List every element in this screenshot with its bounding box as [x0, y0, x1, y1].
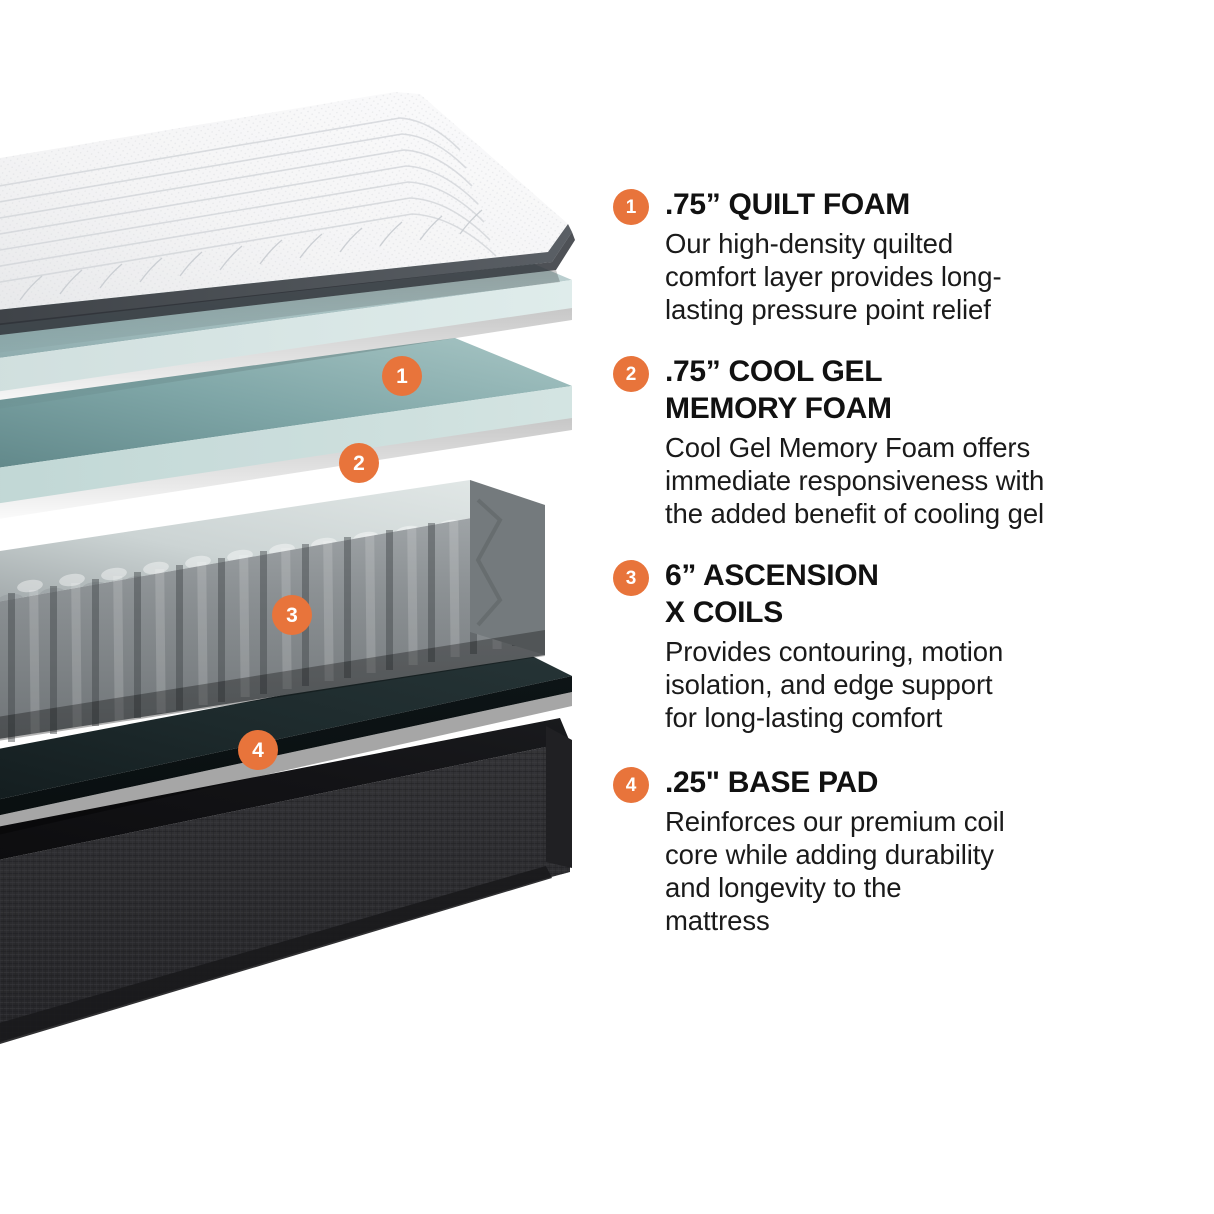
feature-description-4: Reinforces our premium coil core while a… — [665, 806, 1005, 936]
feature-list: 1 .75” QUILT FOAM Our high-density quilt… — [613, 186, 1173, 937]
illustration-callout-4[interactable]: 4 — [238, 730, 278, 770]
feature-number-badge-4: 4 — [613, 767, 649, 803]
layer-base-fabric — [0, 718, 572, 1044]
layer-quilt-cover — [0, 92, 575, 353]
mattress-exploded-illustration: 1 2 3 4 — [0, 0, 600, 1214]
illustration-callout-1[interactable]: 1 — [382, 356, 422, 396]
feature-description-3: Provides contouring, motion isolation, a… — [665, 636, 1004, 733]
feature-number-3: 3 — [625, 567, 637, 589]
feature-title-4: .25" BASE PAD — [665, 766, 879, 799]
illustration-callout-2[interactable]: 2 — [339, 443, 379, 483]
illustration-callout-3[interactable]: 3 — [272, 595, 312, 635]
feature-number-1: 1 — [625, 196, 637, 218]
feature-title-2: .75” COOL GEL MEMORY FOAM — [665, 355, 892, 425]
feature-number-badge-3: 3 — [613, 560, 649, 596]
illustration-callout-2-number: 2 — [353, 451, 365, 475]
feature-title-1: .75” QUILT FOAM — [665, 188, 910, 221]
feature-description-2: Cool Gel Memory Foam offers immediate re… — [665, 432, 1045, 529]
feature-item-cool-gel-memory-foam: 2 .75” COOL GEL MEMORY FOAM Cool Gel Mem… — [613, 353, 1173, 530]
feature-number-2: 2 — [625, 363, 637, 385]
feature-number-4: 4 — [625, 774, 637, 796]
illustration-callout-3-number: 3 — [286, 603, 298, 627]
layer-cool-gel-memory-foam — [0, 338, 572, 519]
feature-number-badge-2: 2 — [613, 356, 649, 392]
feature-title-3: 6” ASCENSION X COILS — [665, 559, 879, 629]
illustration-callout-4-number: 4 — [252, 738, 264, 762]
feature-number-badge-1: 1 — [613, 189, 649, 225]
feature-item-ascension-x-coils: 3 6” ASCENSION X COILS Provides contouri… — [613, 557, 1173, 734]
layer-base-pad — [0, 650, 572, 835]
feature-item-quilt-foam: 1 .75” QUILT FOAM Our high-density quilt… — [613, 186, 1173, 326]
feature-description-1: Our high-density quilted comfort layer p… — [665, 228, 1002, 325]
feature-item-base-pad: 4 .25" BASE PAD Reinforces our premium c… — [613, 764, 1173, 937]
illustration-callout-1-number: 1 — [396, 364, 408, 388]
